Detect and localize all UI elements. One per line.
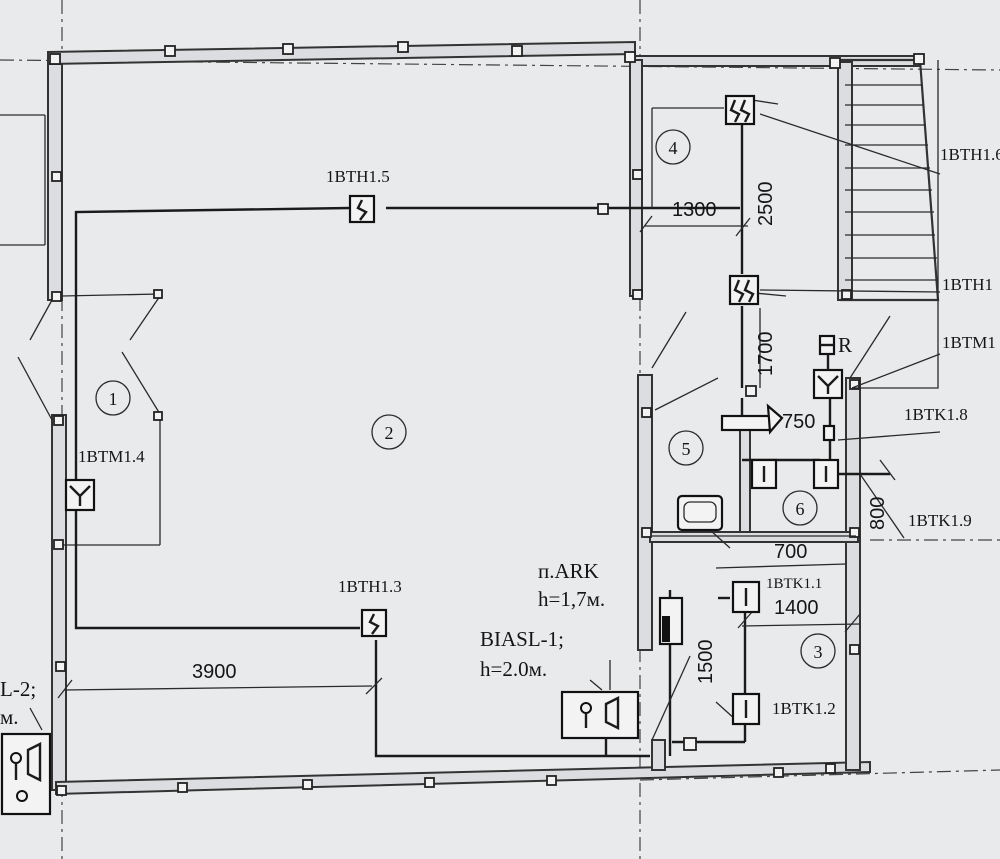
fixtures-room-3 (597, 203, 761, 751)
label-ark-height: h=1,7м. (538, 587, 605, 611)
label-1btm1-4: 1BTM1.4 (78, 447, 145, 466)
sink-room-5 (676, 494, 724, 532)
fan-1btm1-4 (64, 478, 96, 512)
label-1btk1-9: 1BTK1.9 (908, 511, 972, 530)
room-number-3: 3 (814, 642, 823, 662)
room-number-2: 2 (385, 423, 394, 443)
control-panel-biasl-1 (560, 690, 640, 756)
heater-1bth1 (728, 274, 760, 306)
label-1bth1-3: 1BTH1.3 (338, 577, 402, 596)
dim-1300: 1300 (672, 199, 717, 221)
heater-1bth1-6 (724, 94, 756, 126)
dim-2500: 2500 (755, 182, 777, 227)
dimension-labels: 1300 2500 1700 750 800 700 1400 1500 390… (192, 182, 889, 685)
room-number-5: 5 (682, 439, 691, 459)
door-swings (17, 293, 891, 546)
label-1btk1-2: 1BTK1.2 (772, 699, 836, 718)
pipe-network (74, 60, 941, 758)
heater-1bth1-5 (348, 194, 376, 224)
label-biasl-height: h=2.0м. (480, 657, 547, 681)
label-1btk1-1: 1BTK1.1 (766, 576, 822, 592)
fixture-room-6 (720, 385, 840, 490)
label-1btk1-8: 1BTK1.8 (904, 405, 968, 424)
fan-1btm1 (812, 334, 844, 400)
room-number-1: 1 (109, 389, 118, 409)
dimension-lines (29, 99, 905, 731)
dim-700: 700 (774, 541, 807, 563)
staircase (840, 58, 940, 302)
label-r-mark: R (838, 333, 852, 357)
label-1btm1: 1BTM1 (942, 333, 996, 352)
room-number-6: 6 (796, 499, 805, 519)
wall-posts (49, 41, 925, 796)
dim-3900: 3900 (192, 661, 237, 683)
label-l2-height: м. (0, 705, 19, 729)
dim-1700: 1700 (755, 332, 777, 377)
dim-750: 750 (782, 411, 815, 433)
control-panel-l-2 (0, 732, 52, 816)
label-1bth1: 1BTH1 (942, 275, 993, 294)
room-markers: 1 2 3 4 5 6 (95, 129, 836, 669)
dim-1400: 1400 (774, 597, 819, 619)
label-1bth1-6: 1BTH1.6 (940, 145, 1000, 164)
dim-800: 800 (867, 497, 889, 530)
dim-1500: 1500 (695, 640, 717, 685)
outer-walls (47, 40, 921, 796)
label-l2-name: L-2; (0, 677, 36, 701)
device-labels: 1BTH1.5 1BTH1.3 1BTM1.4 1BTH1.6 1BTH1 1B… (0, 145, 1000, 729)
room-number-4: 4 (669, 138, 678, 158)
label-1bth1-5: 1BTH1.5 (326, 167, 390, 186)
label-ark-name: п.ARK (538, 559, 599, 583)
heater-1bth1-3 (360, 608, 388, 638)
label-biasl-name: BIASL-1; (480, 627, 564, 651)
